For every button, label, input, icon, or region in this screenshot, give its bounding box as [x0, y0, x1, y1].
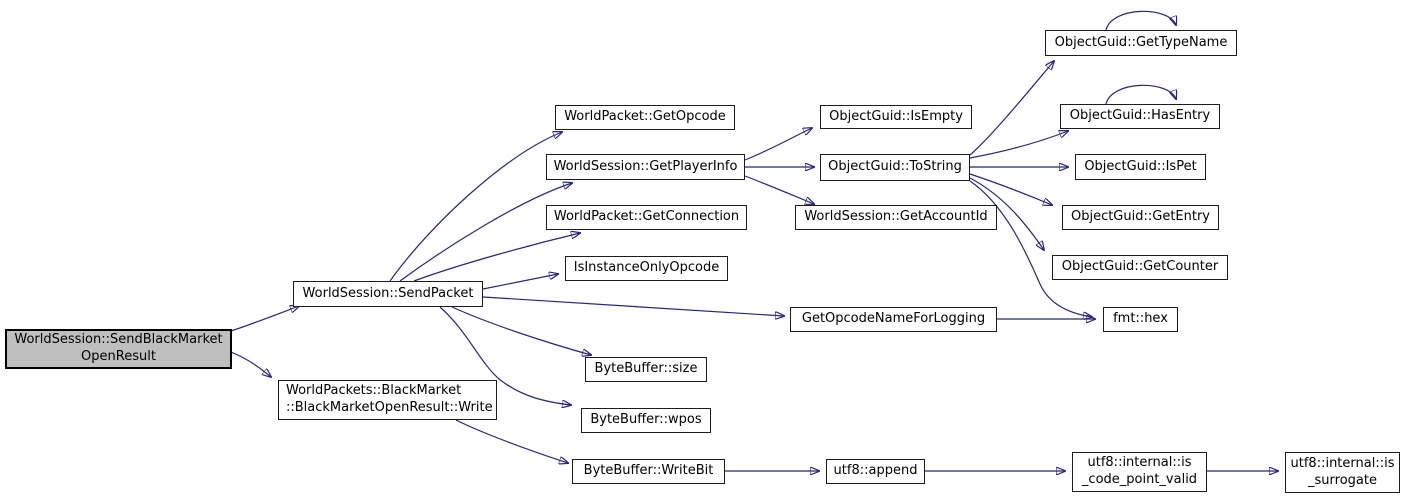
node-isinstanceonlyopcode[interactable]: IsInstanceOnlyOpcode [565, 256, 728, 281]
edge-tostring-to-getentry [969, 173, 1052, 205]
edge-sendpacket-to-size [451, 306, 591, 355]
node-blackmarketopenresult-write[interactable]: WorldPackets::BlackMarket ::BlackMarketO… [278, 380, 497, 420]
edge-hasentry-self-loop [1105, 84, 1176, 105]
edge-sendpacket-to-getconnection [413, 233, 580, 282]
edge-sendpacket-to-getopcode [389, 132, 562, 282]
node-worldsession-sendblackmarketopenresult: WorldSession::SendBlackMarket OpenResult [5, 329, 232, 369]
edge-sendpacket-to-wpos [439, 306, 571, 405]
edge-sendpacket-to-isinstanceonlyopcode [482, 274, 558, 290]
node-worldpacket-getconnection[interactable]: WorldPacket::GetConnection [546, 205, 747, 230]
edge-sendpacket-to-getopcodenameforlogging [482, 296, 784, 316]
edge-tostring-to-hasentry [969, 131, 1068, 159]
edge-sendblackmarketopenresult-to-write [230, 351, 271, 377]
node-getopcodenameforlogging[interactable]: GetOpcodeNameForLogging [790, 307, 997, 332]
node-objectguid-hasentry[interactable]: ObjectGuid::HasEntry [1060, 104, 1220, 129]
node-utf8-append[interactable]: utf8::append [826, 459, 925, 484]
node-bytebuffer-wpos[interactable]: ByteBuffer::wpos [581, 408, 711, 433]
node-fmt-hex[interactable]: fmt::hex [1103, 307, 1178, 332]
edge-getplayerinfo-to-isempty [744, 128, 812, 161]
node-worldpacket-getopcode[interactable]: WorldPacket::GetOpcode [555, 105, 735, 130]
node-objectguid-isempty[interactable]: ObjectGuid::IsEmpty [820, 105, 972, 129]
node-objectguid-gettypename[interactable]: ObjectGuid::GetTypeName [1045, 30, 1237, 56]
node-worldsession-sendpacket[interactable]: WorldSession::SendPacket [293, 281, 483, 307]
node-objectguid-getentry[interactable]: ObjectGuid::GetEntry [1062, 205, 1219, 230]
node-bytebuffer-writebit[interactable]: ByteBuffer::WriteBit [572, 459, 725, 484]
edge-sendblackmarketopenresult-to-sendpacket [230, 306, 299, 332]
edge-tostring-to-getcounter [969, 177, 1044, 250]
node-worldsession-getaccountid[interactable]: WorldSession::GetAccountId [795, 205, 997, 230]
edge-sendpacket-to-getplayerinfo [399, 183, 572, 282]
node-utf8-is-surrogate[interactable]: utf8::internal::is _surrogate [1285, 452, 1400, 493]
node-objectguid-tostring[interactable]: ObjectGuid::ToString [820, 154, 970, 181]
node-bytebuffer-size[interactable]: ByteBuffer::size [585, 357, 707, 382]
edge-getplayerinfo-to-getaccountid [744, 175, 814, 204]
node-utf8-is-code-point-valid[interactable]: utf8::internal::is _code_point_valid [1072, 452, 1207, 492]
edge-gettypename-self-loop [1105, 10, 1176, 31]
node-worldsession-getplayerinfo[interactable]: WorldSession::GetPlayerInfo [546, 154, 745, 180]
node-objectguid-getcounter[interactable]: ObjectGuid::GetCounter [1052, 255, 1228, 280]
node-objectguid-ispet[interactable]: ObjectGuid::IsPet [1075, 154, 1206, 180]
edge-write-to-writebit [455, 419, 568, 463]
edge-tostring-to-fmt-hex [969, 180, 1092, 317]
edge-tostring-to-gettypename [969, 61, 1054, 156]
